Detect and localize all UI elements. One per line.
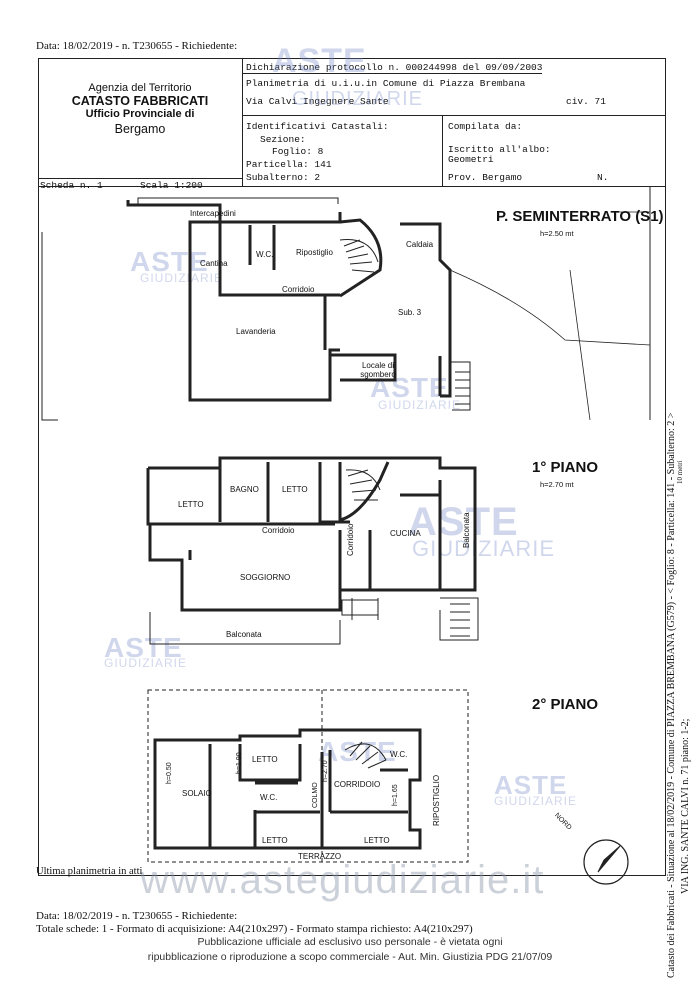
footer-line1: Pubblicazione ufficiale ad esclusivo uso… <box>197 936 503 948</box>
room-label: BAGNO <box>230 485 259 494</box>
terrain-line <box>449 269 651 346</box>
identifiers-sezione: Sezione: <box>260 134 306 145</box>
room-label: LETTO <box>282 485 308 494</box>
agency-name: Agenzia del Territorio <box>88 82 192 94</box>
room-label: Cantina <box>200 259 228 268</box>
secondo-piano-details <box>344 741 387 769</box>
scale-label: Scala 1:200 <box>140 180 203 191</box>
height-label: h=1.65 <box>392 784 399 806</box>
secondo-piano-plan <box>153 728 422 850</box>
seminterrato-plan <box>126 200 452 402</box>
scheda-line <box>38 178 242 179</box>
floor-height-primo: h=2.70 mt <box>540 480 574 489</box>
floor-title-primo: 1° PIANO <box>532 459 599 476</box>
sheet-guide <box>41 232 58 421</box>
watermark-giudiziarie: GIUDIZIARIE <box>494 794 578 808</box>
compiled-number: N. <box>597 172 609 183</box>
room-label: LETTO <box>364 836 390 845</box>
watermark-giudiziarie: GIUDIZIARIE <box>378 398 462 412</box>
watermark-giudiziarie: GIUDIZIARIE <box>292 88 424 110</box>
ultima-planimetria: Ultima planimetria in atti <box>36 866 143 877</box>
watermark-aste: ASTE <box>130 246 209 277</box>
room-label: Balconata <box>226 630 262 639</box>
primo-piano-plan <box>146 456 477 612</box>
identifiers-particella: Particella: 141 <box>246 159 332 170</box>
header-divider-vertical <box>242 58 243 186</box>
room-label: Intercapedini <box>190 209 236 218</box>
room-label: Corridoio <box>262 526 295 535</box>
compiled-prov: Prov. Bergamo <box>448 172 523 183</box>
room-label: W.C. <box>390 750 408 759</box>
declaration-address: Via Calvi Ingegnere Sante <box>246 96 389 107</box>
seminterrato-details <box>137 197 471 411</box>
declaration-planimetry: Planimetria di u.i.u.in Comune di Piazza… <box>246 78 526 89</box>
room-label: LETTO <box>252 755 278 764</box>
room-label: Ripostiglio <box>296 248 333 257</box>
side-info-line1: Catasto dei Fabbricati - Situazione al 1… <box>666 412 677 978</box>
room-label: Corridoio <box>346 523 355 556</box>
header-divider-vertical-2 <box>442 115 443 186</box>
declaration-civic: civ. 71 <box>566 96 606 107</box>
room-label: LETTO <box>178 500 204 509</box>
height-label: h=1.90 <box>236 752 243 774</box>
office-city: Bergamo <box>114 122 166 136</box>
room-label: CUCINA <box>390 529 421 538</box>
floor-title-seminterrato: P. SEMINTERRATO (S1) <box>496 208 664 225</box>
office-label: Ufficio Provinciale di <box>85 108 195 120</box>
height-label: COLMO <box>312 782 319 808</box>
header-divider <box>242 115 666 116</box>
scheda-number: Scheda n. 1 <box>40 180 103 191</box>
floor-height-seminterrato: h=2.50 mt <box>540 229 574 238</box>
side-small-text: 10 metri <box>676 460 684 484</box>
compiled-geometri: Geometri <box>448 154 494 165</box>
room-label: CORRIDOIO <box>334 780 381 789</box>
room-label: Caldaia <box>406 240 434 249</box>
room-label: Lavanderia <box>236 327 276 336</box>
footer-line2: ripubblicazione o riproduzione a scopo c… <box>147 951 553 963</box>
cadastral-sheet <box>38 58 666 876</box>
catasto-title: CATASTO FABBRICATI <box>71 94 209 108</box>
room-label: SOGGIORNO <box>240 573 291 582</box>
room-label: Corridoio <box>282 285 315 294</box>
compiled-title: Compilata da: <box>448 121 523 132</box>
floor-title-secondo: 2° PIANO <box>532 696 599 713</box>
watermark-giudiziarie: GIUDIZIARIE <box>412 536 556 561</box>
document-header: Data: 18/02/2019 - n. T230655 - Richiede… <box>36 40 238 52</box>
identifiers-subalterno: Subalterno: 2 <box>246 172 321 183</box>
height-label: h=2.70 <box>322 760 329 782</box>
identifiers-foglio: Foglio: 8 <box>272 146 324 157</box>
room-label: SOLAIO <box>182 789 212 798</box>
bottom-totale: Totale schede: 1 - Formato di acquisizio… <box>36 923 473 935</box>
primo-piano-details <box>149 469 479 645</box>
height-label: h=0.50 <box>166 762 173 784</box>
watermark-giudiziarie: GIUDIZIARIE <box>104 656 188 670</box>
watermark-aste: ASTE <box>408 500 519 544</box>
room-label: W.C. <box>256 250 274 259</box>
watermark-aste: ASTE <box>104 632 183 663</box>
room-label: TERRAZZO <box>298 852 342 861</box>
north-arrow <box>583 839 629 885</box>
room-label: LETTO <box>262 836 288 845</box>
watermark-site: www.astegiudiziarie.it <box>140 858 545 902</box>
terrain-line <box>569 269 591 421</box>
room-label: Locale di sgombero <box>360 361 396 379</box>
bottom-data: Data: 18/02/2019 - n. T230655 - Richiede… <box>36 910 238 922</box>
room-label: Balconata <box>462 512 471 548</box>
room-label: W.C. <box>260 793 278 802</box>
watermark-aste: ASTE <box>370 372 449 403</box>
side-info-line2: VIA ING. SANTE CALVI n. 71 piano: 1-2; <box>680 718 691 894</box>
room-label: RIPOSTIGLIO <box>432 774 441 826</box>
agency-block: Agenzia del Territorio CATASTO FABBRICAT… <box>60 82 220 136</box>
declaration-protocol: Dichiarazione protocollo n. 000244998 de… <box>246 62 543 73</box>
declaration-line-1 <box>242 73 542 74</box>
identifiers-title: Identificativi Catastali: <box>246 121 389 132</box>
watermark-aste: ASTE <box>494 770 568 800</box>
watermark-giudiziarie: GIUDIZIARIE <box>140 271 224 285</box>
room-label: Sub. 3 <box>398 308 422 317</box>
watermark-aste: ASTE <box>272 42 367 80</box>
compiled-iscritto: Iscritto all'albo: <box>448 144 551 155</box>
header-bottom-line <box>38 186 666 187</box>
